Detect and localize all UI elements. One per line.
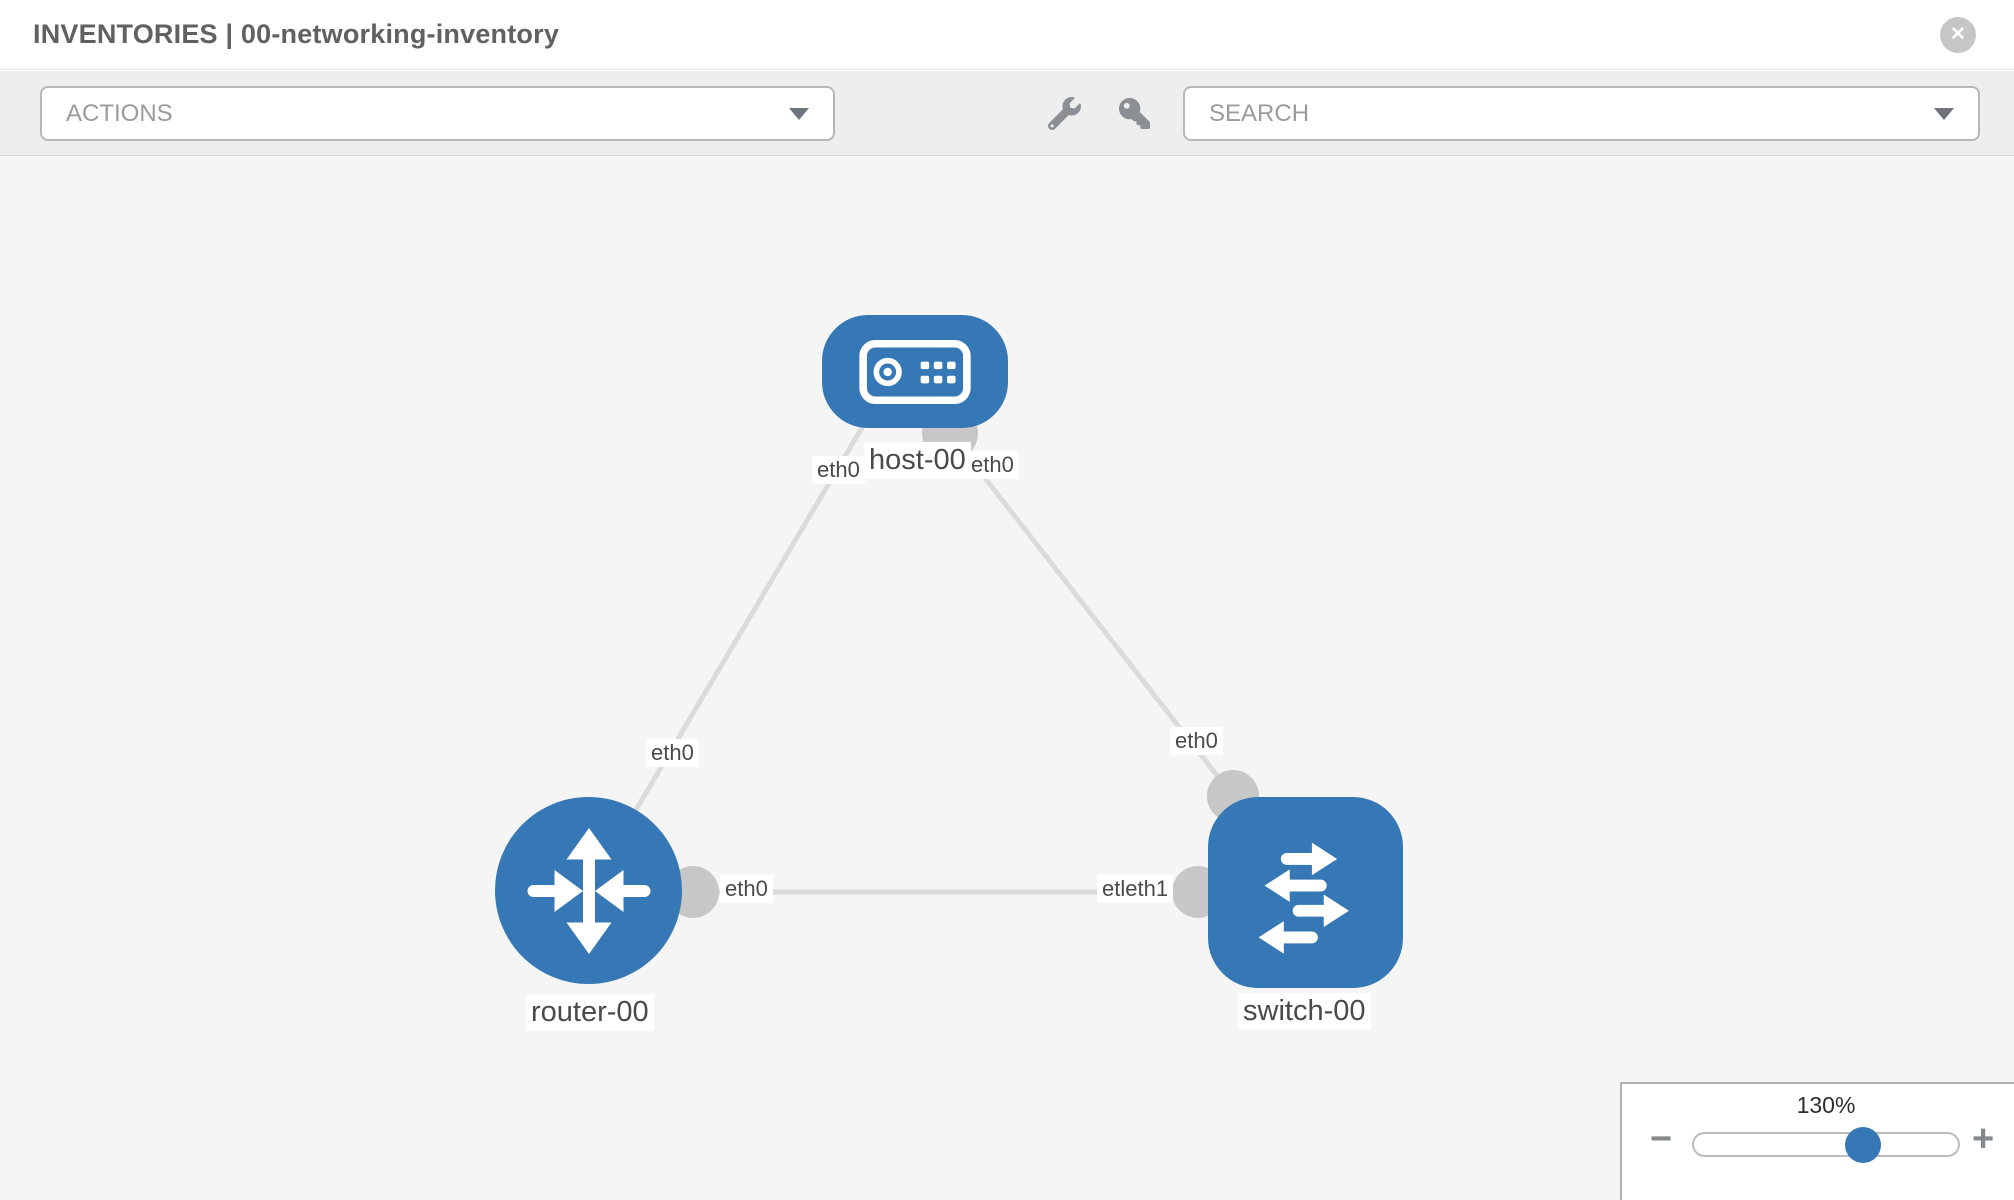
node-switch-00[interactable] (1208, 797, 1403, 988)
interface-label: eth0 (720, 875, 773, 904)
toolbar-tools (1048, 71, 1150, 156)
chevron-down-icon (789, 107, 809, 120)
node-host-00[interactable] (822, 315, 1008, 428)
node-label-host-00: host-00 (864, 442, 971, 479)
toolbar: ACTIONS SEARCH (0, 71, 2014, 156)
edges-layer (585, 395, 1300, 918)
key-icon[interactable] (1119, 98, 1150, 129)
interface-label: eth0 (966, 451, 1019, 480)
zoom-slider-track[interactable] (1692, 1126, 1960, 1163)
interface-label: etleth1 (1097, 875, 1174, 904)
interface-label: eth0 (812, 456, 865, 485)
search-placeholder: SEARCH (1209, 99, 1310, 127)
wrench-icon[interactable] (1048, 97, 1081, 130)
actions-dropdown[interactable]: ACTIONS (40, 86, 835, 141)
switch-icon (1258, 842, 1349, 954)
topology-canvas[interactable]: host-00 router-00 switch-00 eth0 eth0 et… (0, 157, 2014, 1200)
zoom-in-button[interactable]: + (1972, 1118, 1995, 1160)
zoom-level: 130% (1796, 1092, 1856, 1118)
zoom-out-button[interactable]: − (1650, 1118, 1673, 1160)
node-router-00[interactable] (495, 797, 682, 984)
node-label-router-00: router-00 (526, 994, 654, 1031)
zoom-slider-knob[interactable] (1844, 1126, 1881, 1163)
interface-label: eth0 (646, 739, 699, 768)
header: INVENTORIES | 00-networking-inventory ✕ (0, 0, 2014, 70)
node-label-switch-00: switch-00 (1238, 993, 1371, 1030)
close-icon: ✕ (1950, 24, 1966, 45)
router-icon (527, 827, 650, 954)
close-button[interactable]: ✕ (1940, 16, 1976, 53)
host-icon (859, 339, 971, 404)
actions-dropdown-label: ACTIONS (66, 99, 173, 127)
interface-label: eth0 (1170, 727, 1223, 756)
chevron-down-icon (1934, 107, 1954, 120)
page-title: INVENTORIES | 00-networking-inventory (33, 19, 560, 49)
zoom-panel: 130% − + (1620, 1082, 2014, 1200)
search-dropdown[interactable]: SEARCH (1183, 86, 1980, 141)
